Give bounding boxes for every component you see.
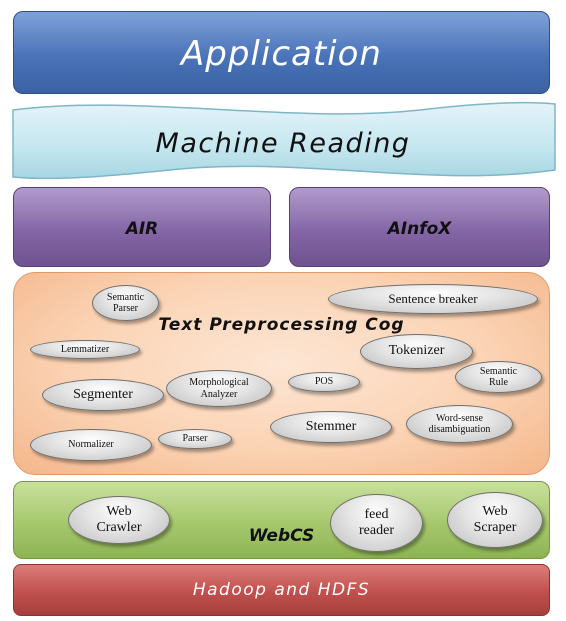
web-scraper-node: Web Scraper <box>447 492 543 548</box>
machine-reading-layer: Machine Reading <box>0 0 566 190</box>
text-preprocessing-title: Text Preprocessing Cog <box>158 315 405 335</box>
feed-reader-node: feed reader <box>330 494 423 552</box>
air-title: AIR <box>125 219 159 239</box>
stemmer-node: Stemmer <box>270 411 392 443</box>
segmenter-node: Segmenter <box>42 379 164 411</box>
semantic-parser-node: Semantic Parser <box>92 285 159 321</box>
normalizer-node: Normalizer <box>30 429 152 461</box>
machine-reading-banner <box>12 101 556 180</box>
parser-node: Parser <box>158 429 232 449</box>
hadoop-layer: Hadoop and HDFS <box>13 564 550 616</box>
word-sense-disambiguation-node: Word-sense disambiguation <box>406 405 513 443</box>
tokenizer-node: Tokenizer <box>360 334 473 369</box>
ainfox-title: AInfoX <box>387 219 452 239</box>
lemmatizer-node: Lemmatizer <box>30 340 140 359</box>
machine-reading-title: Machine Reading <box>155 128 411 159</box>
semantic-rule-node: Semantic Rule <box>455 361 542 393</box>
ainfox-layer: AInfoX <box>289 187 550 267</box>
sentence-breaker-node: Sentence breaker <box>328 284 538 314</box>
air-layer: AIR <box>13 187 271 267</box>
application-layer: Application <box>13 11 550 94</box>
webcs-title: WebCS <box>248 526 315 546</box>
web-crawler-node: Web Crawler <box>68 496 170 544</box>
application-title: Application <box>181 34 382 74</box>
hadoop-title: Hadoop and HDFS <box>192 580 371 600</box>
pos-node: POS <box>288 372 360 392</box>
morphological-analyzer-node: Morphological Analyzer <box>166 370 272 407</box>
